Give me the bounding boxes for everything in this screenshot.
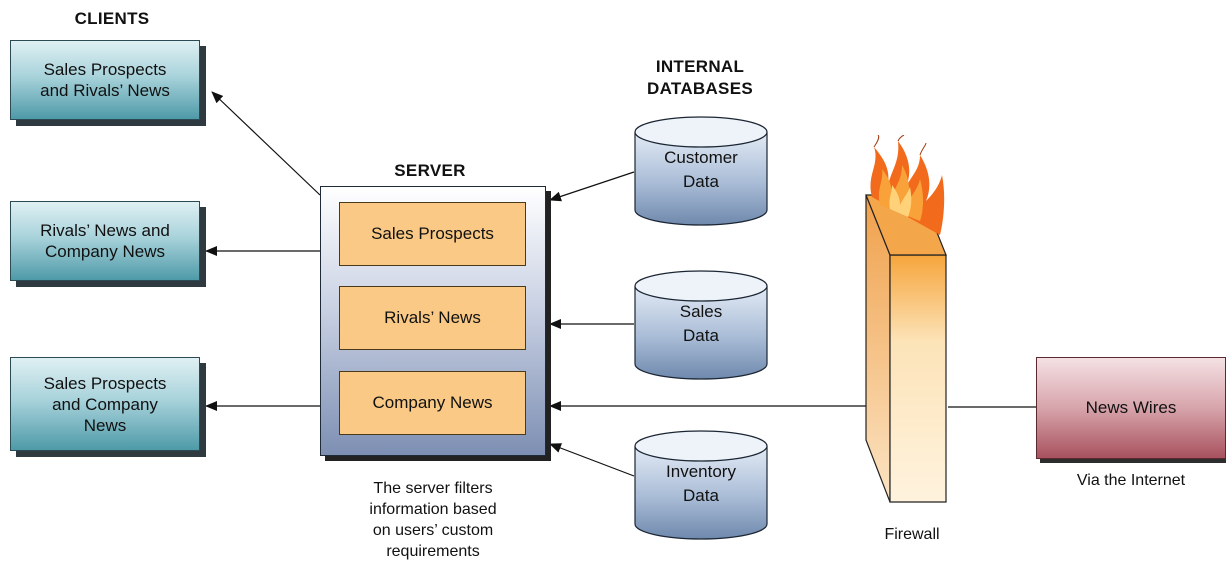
client-1-line2: and Rivals’ News <box>40 81 170 100</box>
server-caption-line4: requirements <box>386 543 480 560</box>
server-caption-line2: information based <box>369 501 497 518</box>
client-3-line1: Sales Prospects <box>43 373 167 393</box>
database-cylinder-icon <box>634 430 768 540</box>
client-box-2: Rivals’ News and Company News <box>10 201 200 281</box>
server-module-sales-prospects: Sales Prospects <box>339 202 526 266</box>
sales-data-line1: Sales <box>679 302 723 321</box>
server-module-rivals-news: Rivals’ News <box>339 286 526 350</box>
news-wires-box: News Wires <box>1036 357 1226 459</box>
news-wires-caption: Via the Internet <box>1076 472 1186 489</box>
firewall-wall-icon <box>865 135 947 503</box>
database-inventory-data: Inventory Data <box>634 430 768 542</box>
client-1-line1: Sales Prospects <box>43 60 167 79</box>
client-3-line3: News <box>83 415 127 435</box>
inventory-data-line2: Data <box>683 486 719 505</box>
server-box: Sales Prospects Rivals’ News Company New… <box>320 186 546 456</box>
database-cylinder-icon <box>634 270 768 380</box>
client-2-line2: Company News <box>45 242 165 261</box>
database-sales-data: Sales Data <box>634 270 768 382</box>
firewall-label: Firewall <box>884 526 940 543</box>
client-box-3: Sales Prospects and Company News <box>10 357 200 451</box>
database-customer-data: Customer Data <box>634 116 768 228</box>
server-caption-line3: on users’ custom <box>372 522 494 539</box>
server-caption-line1: The server filters <box>373 480 493 497</box>
database-cylinder-icon <box>634 116 768 226</box>
server-heading: SERVER <box>394 161 466 180</box>
server-caption: The server filters information based on … <box>320 478 546 562</box>
fire-icon <box>870 135 945 235</box>
client-box-1: Sales Prospects and Rivals’ News <box>10 40 200 120</box>
sales-data-line2: Data <box>683 326 719 345</box>
arrow-server-to-client-1 <box>211 91 321 196</box>
client-3-line2: and Company <box>52 394 158 414</box>
server-module-company-news: Company News <box>339 371 526 435</box>
customer-data-line1: Customer <box>664 148 738 167</box>
internal-databases-heading-line2: DATABASES <box>647 79 753 98</box>
internal-databases-heading: INTERNAL DATABASES <box>605 56 795 100</box>
inventory-data-line1: Inventory <box>666 462 736 481</box>
arrow-customer-data-to-server <box>549 171 635 202</box>
client-2-line1: Rivals’ News and <box>40 221 170 240</box>
news-wires-label: News Wires <box>1085 398 1177 417</box>
internal-databases-heading-line1: INTERNAL <box>655 57 745 76</box>
customer-data-line2: Data <box>683 172 719 191</box>
clients-heading: CLIENTS <box>74 9 150 28</box>
arrow-inventory-data-to-server <box>549 443 635 477</box>
